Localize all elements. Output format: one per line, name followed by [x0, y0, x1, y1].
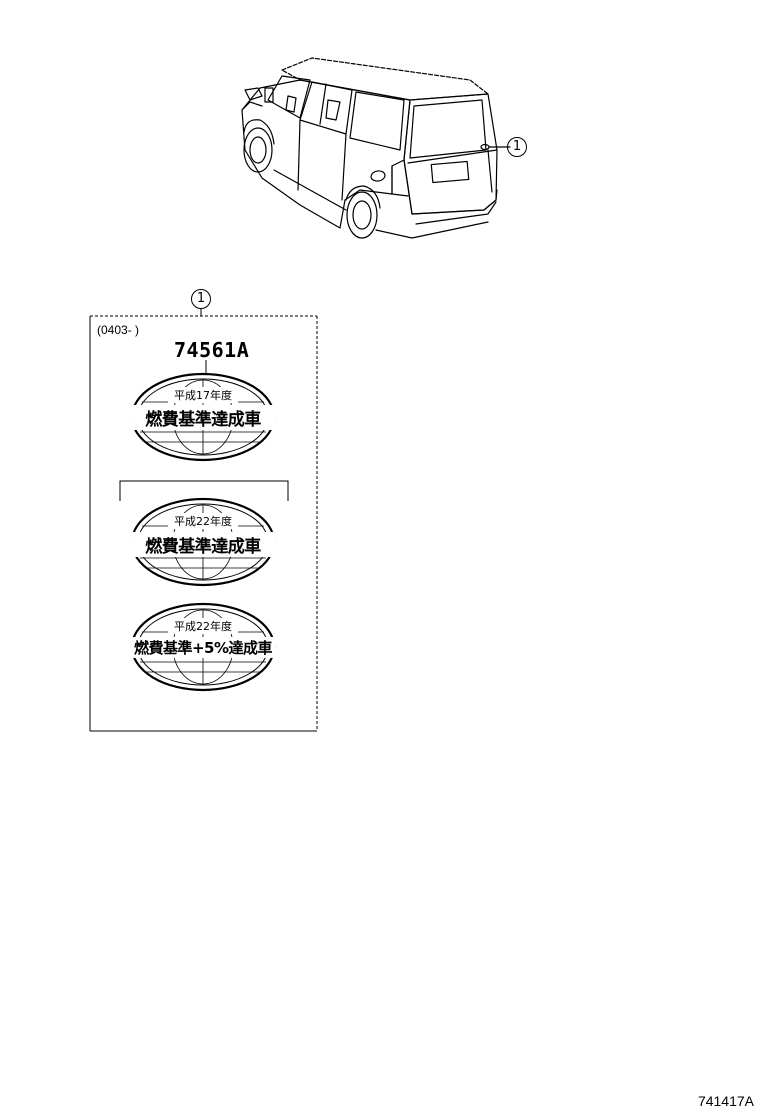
label-2-year: 平成22年度 — [168, 513, 238, 529]
applicability-date-range: (0403- ) — [97, 323, 140, 337]
callout-panel[interactable]: 1 — [191, 289, 211, 309]
label-3-year: 平成22年度 — [168, 618, 238, 634]
label-1-year: 平成17年度 — [168, 387, 238, 403]
diagram-id: 741417A — [697, 1093, 754, 1109]
label-1-title: 燃費基準達成車 — [131, 405, 275, 430]
callout-vehicle[interactable]: 1 — [507, 137, 527, 157]
part-number[interactable]: 74561A — [174, 338, 250, 362]
label-3-title: 燃費基準+5%達成車 — [131, 637, 275, 658]
label-2-title: 燃費基準達成車 — [131, 532, 275, 557]
